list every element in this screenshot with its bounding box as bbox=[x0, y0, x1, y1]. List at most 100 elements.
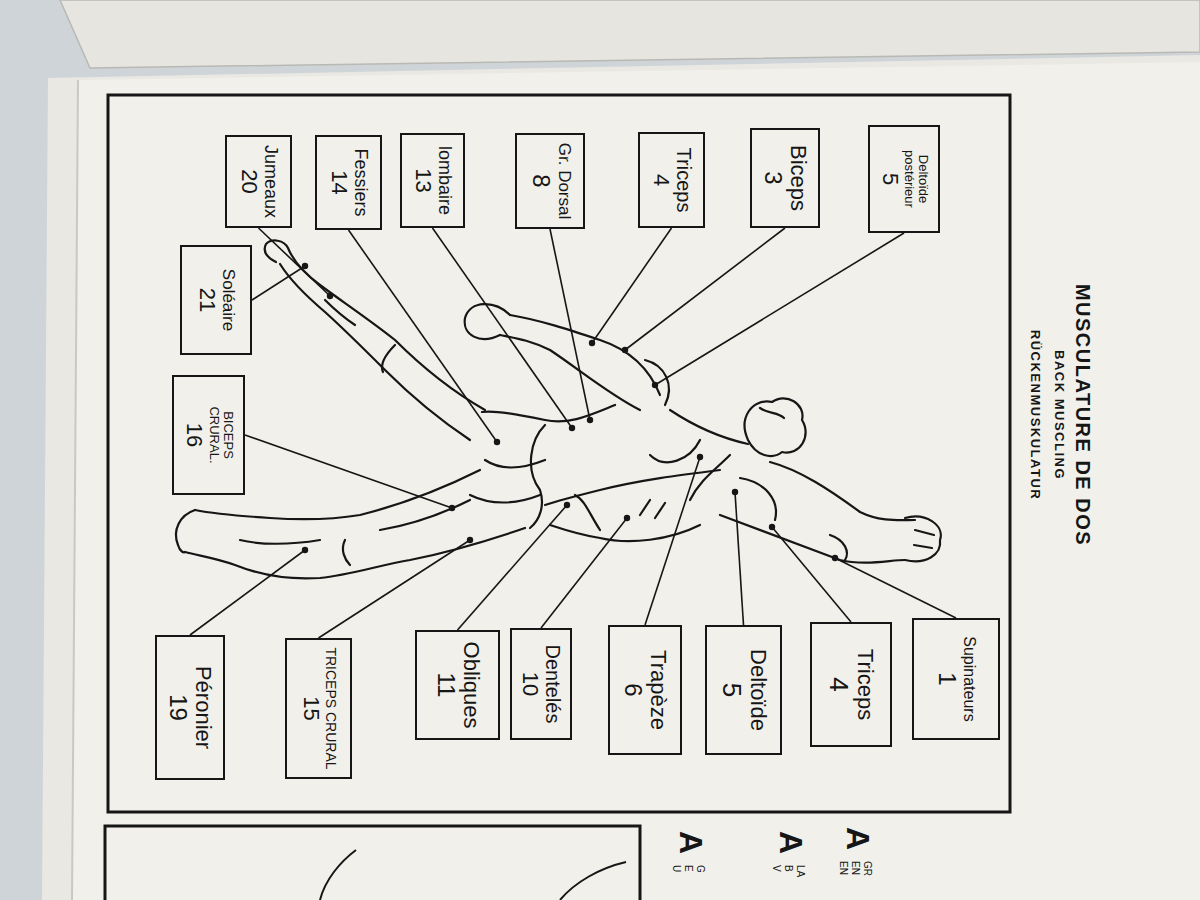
callout-number: 5 bbox=[717, 683, 746, 697]
muscle-name: Dentelés bbox=[542, 645, 564, 724]
leader-line bbox=[458, 505, 568, 630]
back-outline bbox=[482, 405, 615, 421]
folded-flap bbox=[60, 0, 1200, 68]
leader-line bbox=[735, 492, 744, 625]
leader-line bbox=[625, 228, 785, 350]
anchor-dot bbox=[449, 505, 455, 511]
anchor-dot bbox=[624, 515, 630, 521]
leader-line bbox=[645, 457, 700, 625]
next-panel-frame bbox=[105, 826, 640, 900]
text-fragment: U bbox=[671, 865, 682, 872]
anchor-dot bbox=[589, 340, 595, 346]
text-fragment: LA bbox=[795, 865, 806, 877]
callout-number: 3 bbox=[760, 171, 786, 184]
muscle-label-box: Trapèze6 bbox=[608, 625, 682, 755]
muscle-label-box: lombaire13 bbox=[400, 133, 465, 228]
text-fragment: EN bbox=[838, 861, 849, 875]
muscle-label-box: Gr. Dorsal8 bbox=[515, 133, 585, 229]
leader-line bbox=[772, 527, 851, 622]
muscle-name: Supinateurs bbox=[960, 636, 978, 721]
muscle-name: Biceps bbox=[786, 145, 810, 211]
muscle-name: Péronier bbox=[191, 666, 215, 749]
callout-number: 8 bbox=[527, 174, 553, 187]
anchor-dot bbox=[327, 293, 333, 299]
leader-line bbox=[655, 233, 904, 385]
callout-number: 13 bbox=[411, 168, 435, 192]
muscle-label-box: Supinateurs1 bbox=[912, 618, 1000, 740]
muscle-name: TRICEPS CRURAL bbox=[323, 647, 338, 769]
diagram-title: MUSCULATURE DE DOS bbox=[1071, 195, 1095, 635]
gluteal-line bbox=[485, 460, 545, 468]
page bbox=[72, 62, 1200, 900]
page-shadow bbox=[72, 80, 78, 900]
fist-outline bbox=[465, 304, 510, 339]
serratus-line bbox=[640, 500, 665, 518]
text-fragment: B bbox=[783, 865, 794, 872]
title-block: MUSCULATURE DE DOSBACK MUSCLINGRÜCKENMUS… bbox=[1023, 195, 1095, 635]
leader-line bbox=[190, 550, 305, 635]
anchor-dot bbox=[587, 417, 593, 423]
section-letter: A bbox=[673, 831, 707, 854]
muscle-name: lombaire bbox=[435, 146, 455, 215]
callout-number: 11 bbox=[432, 673, 458, 698]
section-letter: A bbox=[773, 831, 807, 854]
anchor-dot bbox=[652, 382, 658, 388]
muscle-label-box: Fessiers14 bbox=[315, 135, 382, 230]
muscle-name: Deltoïde bbox=[746, 649, 770, 731]
deltoid-line bbox=[645, 360, 669, 405]
knee-line bbox=[343, 540, 350, 565]
buttock-outline bbox=[530, 425, 545, 528]
shoulder-outline bbox=[670, 410, 748, 444]
arm-outline bbox=[500, 335, 640, 410]
muscle-name: BICEPS CRURAL. bbox=[206, 382, 235, 488]
head-outline bbox=[745, 398, 806, 456]
muscle-label-box: Dentelés10 bbox=[510, 628, 572, 740]
leg-outline bbox=[280, 264, 470, 440]
muscle-label-box: Péronier19 bbox=[155, 635, 225, 780]
callout-number: 6 bbox=[620, 683, 646, 696]
text-fragment: G bbox=[695, 865, 706, 873]
arm-outline bbox=[510, 315, 660, 395]
muscle-label-box: TRICEPS CRURAL15 bbox=[285, 638, 352, 779]
anchor-dot bbox=[564, 502, 570, 508]
text-fragment: E bbox=[683, 865, 694, 872]
callout-number: 10 bbox=[518, 672, 542, 696]
text-fragment: V bbox=[771, 865, 782, 872]
muscle-label-box: Triceps4 bbox=[810, 622, 892, 747]
callout-number: 19 bbox=[165, 694, 191, 721]
text-fragment: GR bbox=[862, 861, 873, 876]
anchor-dot bbox=[302, 263, 308, 269]
muscle-label-box: Deltoïde5 bbox=[705, 625, 782, 755]
anchor-dot bbox=[467, 537, 473, 543]
foot-outline bbox=[176, 510, 195, 552]
muscle-name: Trapèze bbox=[646, 650, 670, 730]
callout-number: 14 bbox=[327, 170, 351, 194]
subtitle: BACK MUSCLING bbox=[1047, 195, 1071, 635]
muscle-name: Deltoïde postérieur bbox=[902, 132, 931, 226]
text-fragment: EN bbox=[850, 861, 861, 875]
muscle-label-box: Biceps3 bbox=[750, 128, 820, 228]
muscle-label-box: Triceps4 bbox=[638, 132, 705, 228]
leader-line bbox=[433, 228, 573, 428]
arm-outline bbox=[720, 515, 905, 563]
leader-line bbox=[245, 435, 452, 508]
knee-line bbox=[382, 345, 395, 372]
page-edge bbox=[42, 55, 1200, 900]
muscle-name: Triceps bbox=[853, 649, 877, 720]
muscle-label-box: BICEPS CRURAL.16 bbox=[172, 375, 245, 495]
muscle-name: Fessiers bbox=[351, 148, 371, 216]
callout-number: 4 bbox=[825, 677, 854, 691]
muscle-name: Soléaire bbox=[219, 269, 238, 331]
callout-number: 1 bbox=[934, 672, 960, 685]
muscle-label-box: Jumeaux20 bbox=[225, 135, 292, 228]
callout-number: 4 bbox=[648, 174, 672, 186]
leader-line bbox=[592, 228, 672, 343]
callout-number: 5 bbox=[878, 173, 902, 185]
callout-number: 20 bbox=[237, 169, 261, 193]
anchor-dot bbox=[697, 454, 703, 460]
callout-number: 15 bbox=[299, 696, 323, 720]
oblique-line bbox=[575, 495, 600, 530]
next-figure-stroke bbox=[560, 862, 626, 900]
anchor-dot bbox=[769, 524, 775, 530]
